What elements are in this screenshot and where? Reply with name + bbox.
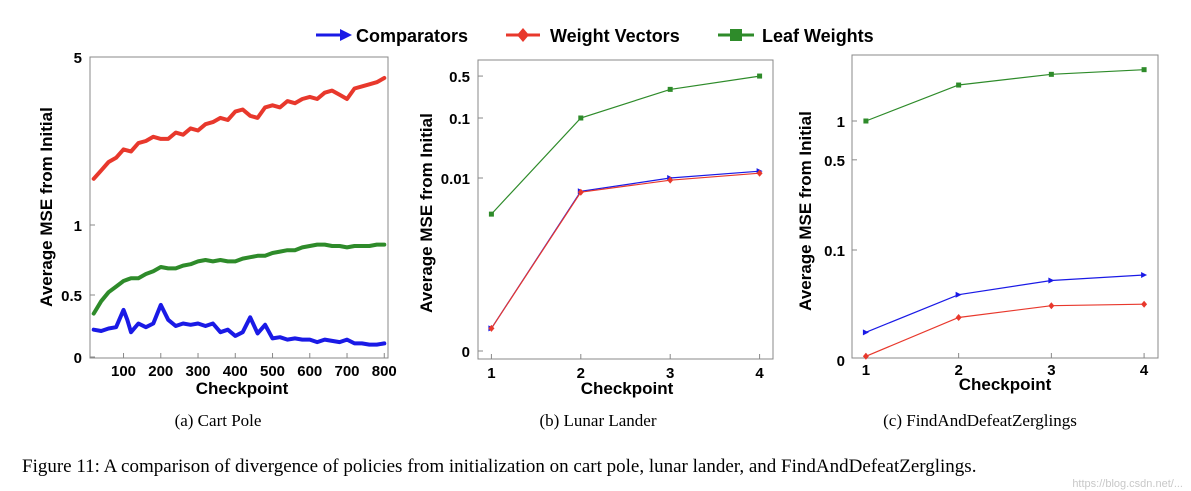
plot-frame <box>89 56 389 359</box>
series-line-comparators <box>490 170 760 329</box>
x-axis-label: Checkpoint <box>959 375 1052 394</box>
square-icon <box>730 29 742 41</box>
x-tick-label: 700 <box>335 363 360 380</box>
y-axis-label: Average MSE from Initial <box>417 113 436 313</box>
x-tick-label: 2 <box>577 365 585 382</box>
series-line-weight-vectors <box>490 172 760 329</box>
legend-label-comparators: Comparators <box>356 26 468 46</box>
x-tick-label: 100 <box>111 363 136 380</box>
y-tick-label: 0 <box>837 353 845 370</box>
diamond-icon <box>517 28 529 42</box>
series-line-comparators <box>91 302 387 347</box>
watermark: https://blog.csdn.net/... <box>1072 478 1183 490</box>
subcaption: (a) Cart Pole <box>175 411 262 430</box>
x-tick-label: 600 <box>297 363 322 380</box>
subcaption: (b) Lunar Lander <box>539 411 656 430</box>
point-leaf-weights <box>488 211 494 217</box>
y-axis-label: Average MSE from Initial <box>37 107 56 307</box>
chart-cart-pole: 100 200 300 400 500 600 700 800 0 0.5 1 5 Checkpoin… <box>37 50 397 430</box>
y-tick-label: 1 <box>837 114 845 131</box>
y-tick-label: 0.1 <box>449 111 470 128</box>
legend-item-comparators: Comparators <box>316 26 468 46</box>
x-tick-label: 300 <box>186 363 211 380</box>
y-tick-label: 0.1 <box>824 243 845 260</box>
series-line-weight-vectors <box>91 76 387 181</box>
series-line-comparators <box>865 274 1145 333</box>
point-weight-vectors <box>862 352 869 360</box>
y-tick-label: 0 <box>462 344 470 361</box>
point-leaf-weights <box>1048 71 1054 77</box>
point-comparators <box>1048 277 1055 284</box>
y-tick-label: 1 <box>74 218 82 235</box>
y-tick-label: 5 <box>74 50 82 67</box>
plot-frame <box>477 59 774 360</box>
legend: Comparators Weight Vectors Leaf Weights <box>316 26 874 46</box>
x-tick-label: 3 <box>666 365 674 382</box>
legend-label-weight-vectors: Weight Vectors <box>550 26 680 46</box>
x-tick-label: 3 <box>1047 362 1055 379</box>
legend-item-leaf-weights: Leaf Weights <box>718 26 874 46</box>
point-leaf-weights <box>757 73 763 79</box>
y-tick-label: 0 <box>74 350 82 367</box>
x-tick-label: 1 <box>862 362 870 379</box>
point-leaf-weights <box>578 115 584 121</box>
figure-caption: Figure 11: A comparison of divergence of… <box>22 456 976 477</box>
y-tick-label: 0.01 <box>441 171 470 188</box>
x-tick-label: 200 <box>148 363 173 380</box>
legend-item-weight-vectors: Weight Vectors <box>506 26 680 46</box>
x-tick-label: 500 <box>260 363 285 380</box>
x-axis-label: Checkpoint <box>196 379 289 398</box>
series-line-weight-vectors <box>865 303 1145 357</box>
point-comparators <box>955 291 962 298</box>
chart-find-and-defeat-zerglings: 1 2 3 4 0 0.1 0.5 1 Checkpoint Average MSE from… <box>796 54 1159 430</box>
point-weight-vectors <box>756 169 763 177</box>
x-tick-label: 2 <box>954 362 962 379</box>
x-tick-label: 400 <box>223 363 248 380</box>
x-tick-label: 1 <box>487 365 495 382</box>
point-weight-vectors <box>955 313 962 321</box>
point-weight-vectors <box>577 188 584 196</box>
series-line-leaf-weights <box>490 75 760 215</box>
point-leaf-weights <box>1141 67 1147 73</box>
y-axis-label: Average MSE from Initial <box>796 111 815 311</box>
point-leaf-weights <box>956 82 962 88</box>
plot-frame <box>851 54 1159 359</box>
legend-label-leaf-weights: Leaf Weights <box>762 26 874 46</box>
y-tick-label: 0.5 <box>449 69 470 86</box>
point-weight-vectors <box>667 176 674 184</box>
point-comparators <box>1141 272 1148 279</box>
y-tick-label: 0.5 <box>61 288 82 305</box>
triangle-right-icon <box>340 29 352 41</box>
x-tick-label: 4 <box>755 365 764 382</box>
subcaption: (c) FindAndDefeatZerglings <box>883 411 1077 430</box>
point-leaf-weights <box>667 86 673 92</box>
point-weight-vectors <box>1048 302 1055 310</box>
chart-lunar-lander: 1 2 3 4 0 0.01 0.1 0.5 Checkpoint Average MSE f… <box>417 59 774 430</box>
x-tick-label: 800 <box>372 363 397 380</box>
point-weight-vectors <box>488 324 495 332</box>
y-tick-label: 0.5 <box>824 153 845 170</box>
series-line-leaf-weights <box>91 242 387 316</box>
series-line-leaf-weights <box>865 69 1145 122</box>
point-comparators <box>862 329 869 336</box>
x-tick-label: 4 <box>1140 362 1149 379</box>
point-leaf-weights <box>863 118 869 124</box>
x-axis-label: Checkpoint <box>581 379 674 398</box>
point-weight-vectors <box>1141 300 1148 308</box>
